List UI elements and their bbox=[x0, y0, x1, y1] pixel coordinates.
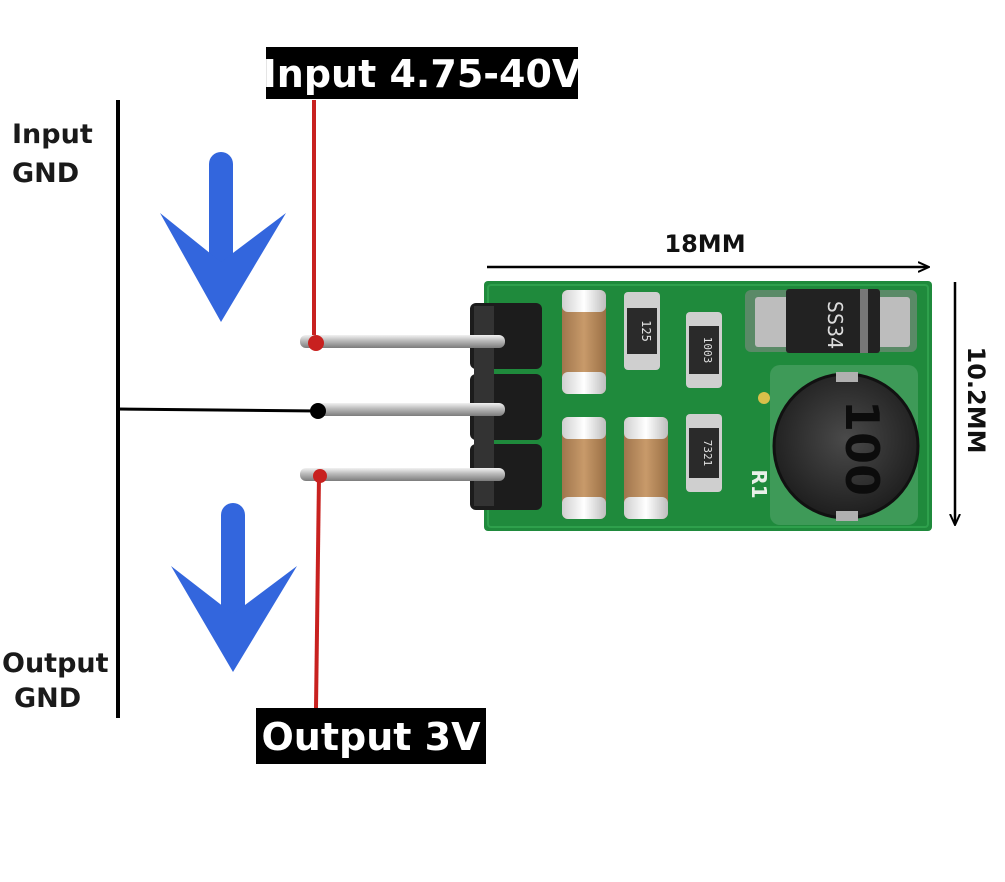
pin-output bbox=[300, 468, 505, 481]
output-gnd-label-line2: GND bbox=[14, 683, 81, 714]
output-voltage-text: Output 3V bbox=[261, 715, 481, 759]
diode-marking: SS34 bbox=[823, 301, 847, 349]
output-connection-dot bbox=[313, 469, 327, 483]
pcb-module: 125 1003 7321 R1 SS34 100 bbox=[470, 281, 932, 531]
resistor-mid: 1003 bbox=[686, 312, 722, 388]
capacitor bbox=[562, 290, 606, 394]
pin-gnd bbox=[312, 403, 505, 416]
gnd-connection-dot bbox=[310, 403, 326, 419]
via bbox=[758, 392, 770, 404]
input-gnd-label-line1: Input bbox=[12, 119, 93, 150]
input-gnd-label-line2: GND bbox=[12, 158, 79, 189]
resistor-top: 125 bbox=[624, 292, 660, 370]
input-connection-dot bbox=[308, 335, 324, 351]
output-voltage-label: Output 3V bbox=[256, 708, 486, 764]
output-gnd-label-line1: Output bbox=[2, 648, 109, 679]
pin-input bbox=[300, 335, 505, 348]
input-voltage-label: Input 4.75-40V bbox=[263, 47, 582, 99]
resistor-top-marking: 125 bbox=[639, 320, 653, 342]
output-voltage-label-bg bbox=[256, 708, 486, 764]
input-voltage-label-bg bbox=[266, 47, 578, 99]
gnd-wire bbox=[117, 407, 319, 413]
diode-ss34: SS34 bbox=[755, 289, 910, 353]
height-dimension-label: 10.2MM bbox=[962, 347, 990, 454]
resistor-low: 7321 bbox=[686, 414, 722, 492]
input-flow-arrow-icon bbox=[160, 152, 286, 322]
input-voltage-text: Input 4.75-40V bbox=[263, 52, 582, 96]
output-wire bbox=[314, 475, 321, 709]
resistor-low-marking: 7321 bbox=[701, 440, 714, 467]
width-dimension-label: 18MM bbox=[664, 230, 745, 258]
height-dimension: 10.2MM bbox=[955, 282, 990, 524]
capacitor bbox=[562, 417, 606, 519]
width-dimension: 18MM bbox=[487, 230, 928, 267]
capacitor bbox=[624, 417, 668, 519]
output-flow-arrow-icon bbox=[171, 503, 297, 672]
resistor-mid-marking: 1003 bbox=[701, 337, 714, 364]
inductor: 100 bbox=[772, 372, 920, 521]
r1-silkscreen: R1 bbox=[747, 469, 771, 498]
inductor-marking: 100 bbox=[835, 400, 889, 496]
